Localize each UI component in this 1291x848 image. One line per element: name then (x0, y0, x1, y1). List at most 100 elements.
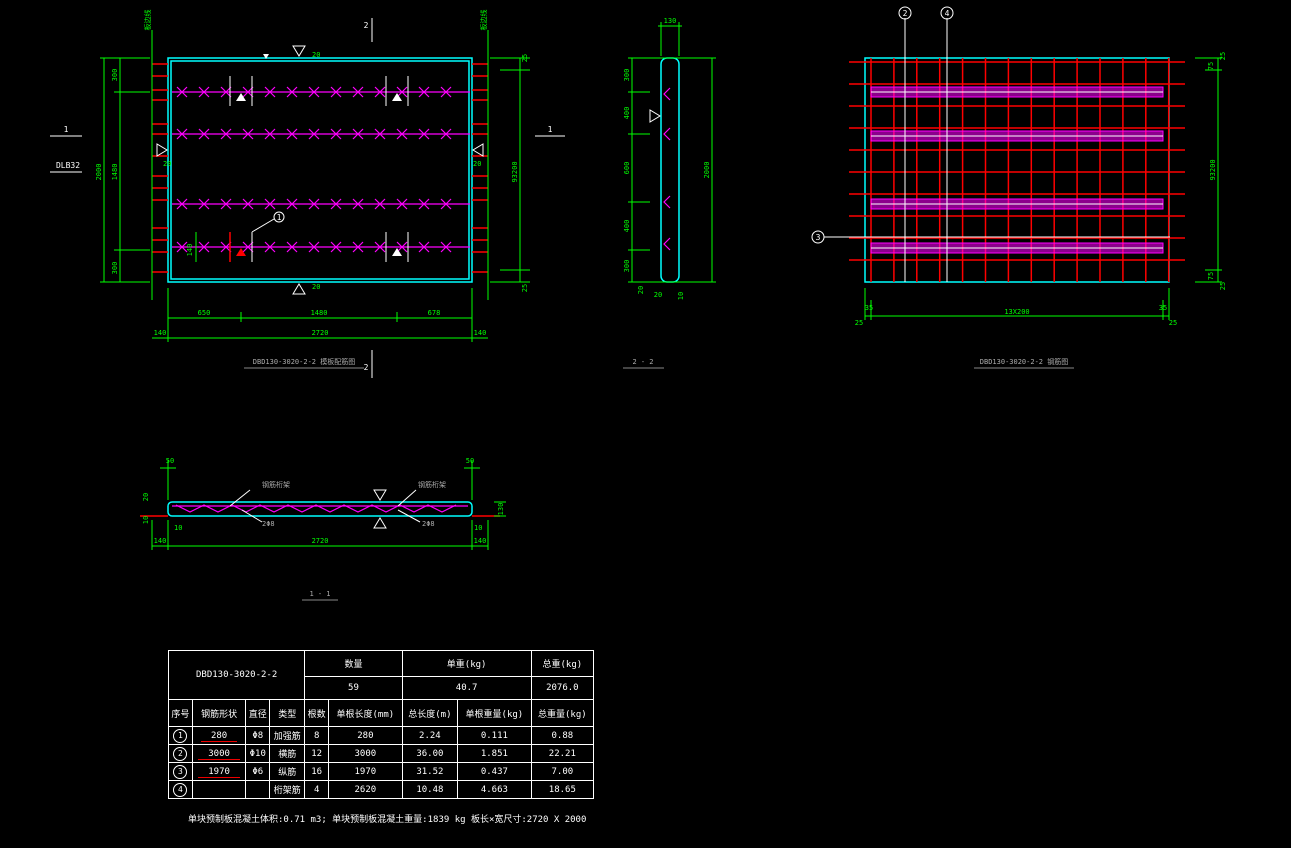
truss-cross (396, 198, 408, 210)
bom-qty: 59 (304, 676, 403, 700)
s22-dim-5: 300 (623, 260, 631, 273)
plan-bottom-dim-1: 650 (198, 309, 211, 317)
row-len: 3000 (328, 744, 403, 763)
bom-h-total: 总重(kg) (530, 650, 595, 677)
truss-cross (374, 86, 386, 98)
row-n: 8 (304, 726, 330, 745)
truss-cross (176, 241, 188, 253)
s22-dim-3: 600 (623, 162, 631, 175)
truss-cross (242, 241, 254, 253)
row-tl: 36.00 (401, 744, 459, 763)
s11-left-1: 20 (142, 493, 150, 501)
truss-cross (330, 128, 342, 140)
plan-bottom-dim-3: 678 (428, 309, 441, 317)
rebar-stubs (152, 63, 488, 273)
plan-left-total: 2000 (95, 164, 103, 181)
truss-cross (330, 241, 342, 253)
rp-right-end-4: 25 (1219, 282, 1227, 290)
col-header: 钢筋形状 (191, 699, 247, 727)
truss-cross (330, 198, 342, 210)
plan-section-triangle-right (472, 143, 484, 157)
section-mark-2-bottom: 2 (364, 363, 369, 372)
rp-right-total: 93200 (1209, 159, 1217, 180)
truss-cross (308, 86, 320, 98)
truss-cross (176, 128, 188, 140)
s11-top-left: 50 (166, 457, 174, 465)
section22-outline (660, 57, 680, 283)
s22-bottom-3: 10 (677, 292, 685, 300)
s22-top: 130 (664, 17, 677, 25)
section-1-1: 50 50 钢筋桁架 钢筋桁架 2Φ8 2Φ8 20 10 130 10 10 … (140, 457, 506, 601)
plan-left-dim-1: 300 (111, 69, 119, 82)
row-tl: 2.24 (401, 726, 459, 745)
section11-truss (175, 504, 457, 513)
col-header: 直径 (245, 699, 271, 727)
row-dia: Φ6 (245, 762, 271, 781)
rebar-plan-caption: DBD130-3020-2-2 钢筋图 (980, 357, 1068, 366)
truss-cross (286, 241, 298, 253)
truss-cross (440, 198, 452, 210)
truss-cross (352, 86, 364, 98)
row-n: 4 (304, 780, 330, 799)
row-no: 4 (173, 782, 188, 797)
plan-bottom-side-left: 140 (154, 329, 167, 337)
s11-right: 130 (497, 503, 505, 516)
truss-cross (418, 198, 430, 210)
row-dia (245, 780, 271, 799)
rp-right-end-1: 25 (1219, 52, 1227, 60)
rp-right-end-3: 75 (1207, 272, 1215, 280)
row-tl: 31.52 (401, 762, 459, 781)
row-uw: 1.851 (457, 744, 532, 763)
s11-label-3: 2Φ8 (262, 520, 275, 528)
row-uw: 0.437 (457, 762, 532, 781)
s11-bottom-side-left: 140 (154, 537, 167, 545)
rp-bottom-end-4: 25 (1169, 319, 1177, 327)
bom-table: DBD130-3020-2-2 数量 单重(kg) 总重(kg) 59 40.7… (167, 650, 595, 810)
row-type: 桁架筋 (269, 780, 306, 799)
bom-header-row: 序号 钢筋形状 直径 类型 根数 单根长度(mm) 总长度(m) 单根重量(kg… (168, 699, 595, 727)
truss-cross (242, 86, 254, 98)
plan-left-dim-2: 1480 (111, 164, 119, 181)
truss-cross (286, 128, 298, 140)
truss-cross (264, 86, 276, 98)
truss-cross (308, 128, 320, 140)
truss-cross (374, 241, 386, 253)
row-dia: Φ10 (245, 744, 271, 763)
bom-total: 2076.0 (530, 676, 595, 700)
bom-h-unit: 单重(kg) (401, 650, 532, 677)
row-tl: 10.48 (401, 780, 459, 799)
s22-bottom-1: 20 (637, 286, 645, 294)
row-shape: 280 (200, 730, 238, 742)
plan-section-triangle-left (156, 143, 168, 157)
section-mark-1-right: 1 (548, 125, 553, 134)
truss-cross (374, 198, 386, 210)
plan-side-label-left: 20 (163, 160, 171, 168)
truss-cross (198, 198, 210, 210)
col-header: 单根重量(kg) (457, 699, 532, 727)
plan-right-dim-top: 25 (521, 54, 529, 62)
section-2-2: 300 400 600 400 300 2000 130 20 20 10 2 … (623, 17, 716, 369)
row-shape (191, 780, 247, 799)
row-shape: 1970 (198, 766, 240, 778)
bom-title: DBD130-3020-2-2 (167, 650, 306, 700)
slab-outline (167, 57, 473, 283)
bom-h-qty: 数量 (304, 650, 403, 677)
truss-cross (264, 241, 276, 253)
truss-cross (374, 128, 386, 140)
plan-left-mark: DLB32 (56, 161, 80, 170)
section-mark-2-top: 2 (364, 21, 369, 30)
truss-cross (242, 128, 254, 140)
col-header: 单根长度(mm) (328, 699, 403, 727)
plan-bottom-side-right: 140 (474, 329, 487, 337)
truss-cross (198, 86, 210, 98)
plan-top-note-left: 板边线 (143, 10, 152, 31)
truss-cross (220, 198, 232, 210)
s22-dim-1: 300 (623, 69, 631, 82)
row-shape: 3000 (198, 748, 240, 760)
truss-cross (352, 198, 364, 210)
row-dia: Φ8 (245, 726, 271, 745)
row-uw: 0.111 (457, 726, 532, 745)
s22-dim-2: 400 (623, 107, 631, 120)
row-no: 3 (173, 764, 188, 779)
